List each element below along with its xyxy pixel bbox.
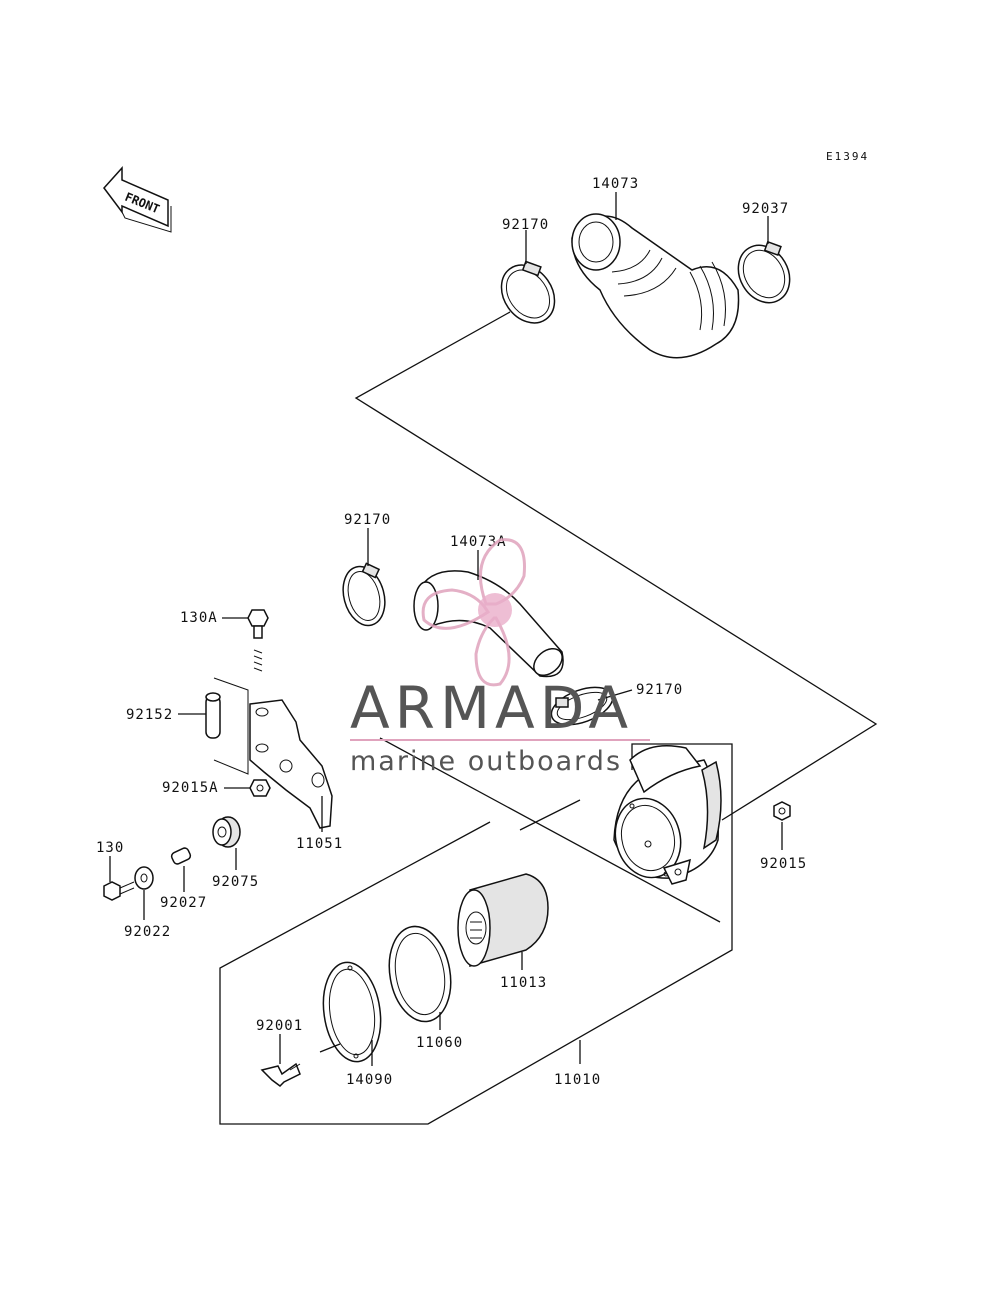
bolt-130 xyxy=(103,856,135,901)
watermark-brand: ARMADA xyxy=(350,674,633,742)
label-14090: 14090 xyxy=(346,1072,393,1088)
intake-hose-14073 xyxy=(571,192,740,359)
label-92170-right: 92170 xyxy=(636,682,683,698)
sleeve-92152 xyxy=(178,677,249,775)
gasket-11060 xyxy=(388,925,452,1030)
label-11060: 11060 xyxy=(416,1035,463,1051)
grommet-92075 xyxy=(212,816,241,870)
clamp-92170-mid xyxy=(342,528,386,627)
label-92015: 92015 xyxy=(760,856,807,872)
label-11051: 11051 xyxy=(296,836,343,852)
label-92170-top: 92170 xyxy=(502,217,549,233)
label-92001: 92001 xyxy=(256,1018,303,1034)
label-92075: 92075 xyxy=(212,874,259,890)
label-11013: 11013 xyxy=(500,975,547,991)
air-box-housing xyxy=(613,745,722,885)
label-14073: 14073 xyxy=(592,176,639,192)
filter-11013 xyxy=(457,873,549,970)
label-92027: 92027 xyxy=(160,895,207,911)
armada-propeller-logo xyxy=(421,538,526,687)
bracket-11051 xyxy=(249,699,333,832)
washer-92022 xyxy=(134,866,154,920)
label-92152: 92152 xyxy=(126,707,173,723)
label-130A: 130A xyxy=(180,610,218,626)
clamp-92037 xyxy=(737,216,791,304)
watermark-tagline: marine outboards xyxy=(350,746,622,777)
nut-92015 xyxy=(773,801,791,850)
cover-14090 xyxy=(319,961,382,1066)
assembly-outline xyxy=(219,311,878,1125)
bolt-130A xyxy=(222,609,269,672)
label-92037: 92037 xyxy=(742,201,789,217)
diagram-code: E1394 xyxy=(826,150,869,163)
clamp-92170-right xyxy=(550,686,633,726)
label-92022: 92022 xyxy=(124,924,171,940)
wing-bolt-92001 xyxy=(260,1034,301,1087)
nut-92015A xyxy=(224,779,271,797)
front-arrow-icon: FRONT xyxy=(103,166,172,233)
label-11010: 11010 xyxy=(554,1072,601,1088)
label-92170-mid: 92170 xyxy=(344,512,391,528)
label-130: 130 xyxy=(96,840,124,856)
collar-92027 xyxy=(170,847,192,892)
label-92015A: 92015A xyxy=(162,780,219,796)
clamp-92170-top xyxy=(500,230,556,324)
